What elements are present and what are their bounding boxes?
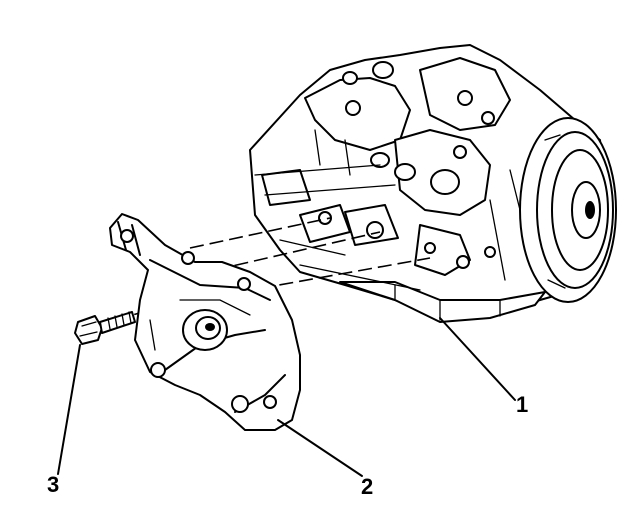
engine-block [249, 44, 617, 323]
callout-2-label: 2 [361, 474, 374, 499]
bolt [74, 311, 136, 345]
callout-1-label: 1 [516, 392, 529, 417]
generator-bracket [109, 213, 301, 431]
callout-3-label: 3 [47, 472, 60, 497]
leader-lines [57, 317, 516, 477]
